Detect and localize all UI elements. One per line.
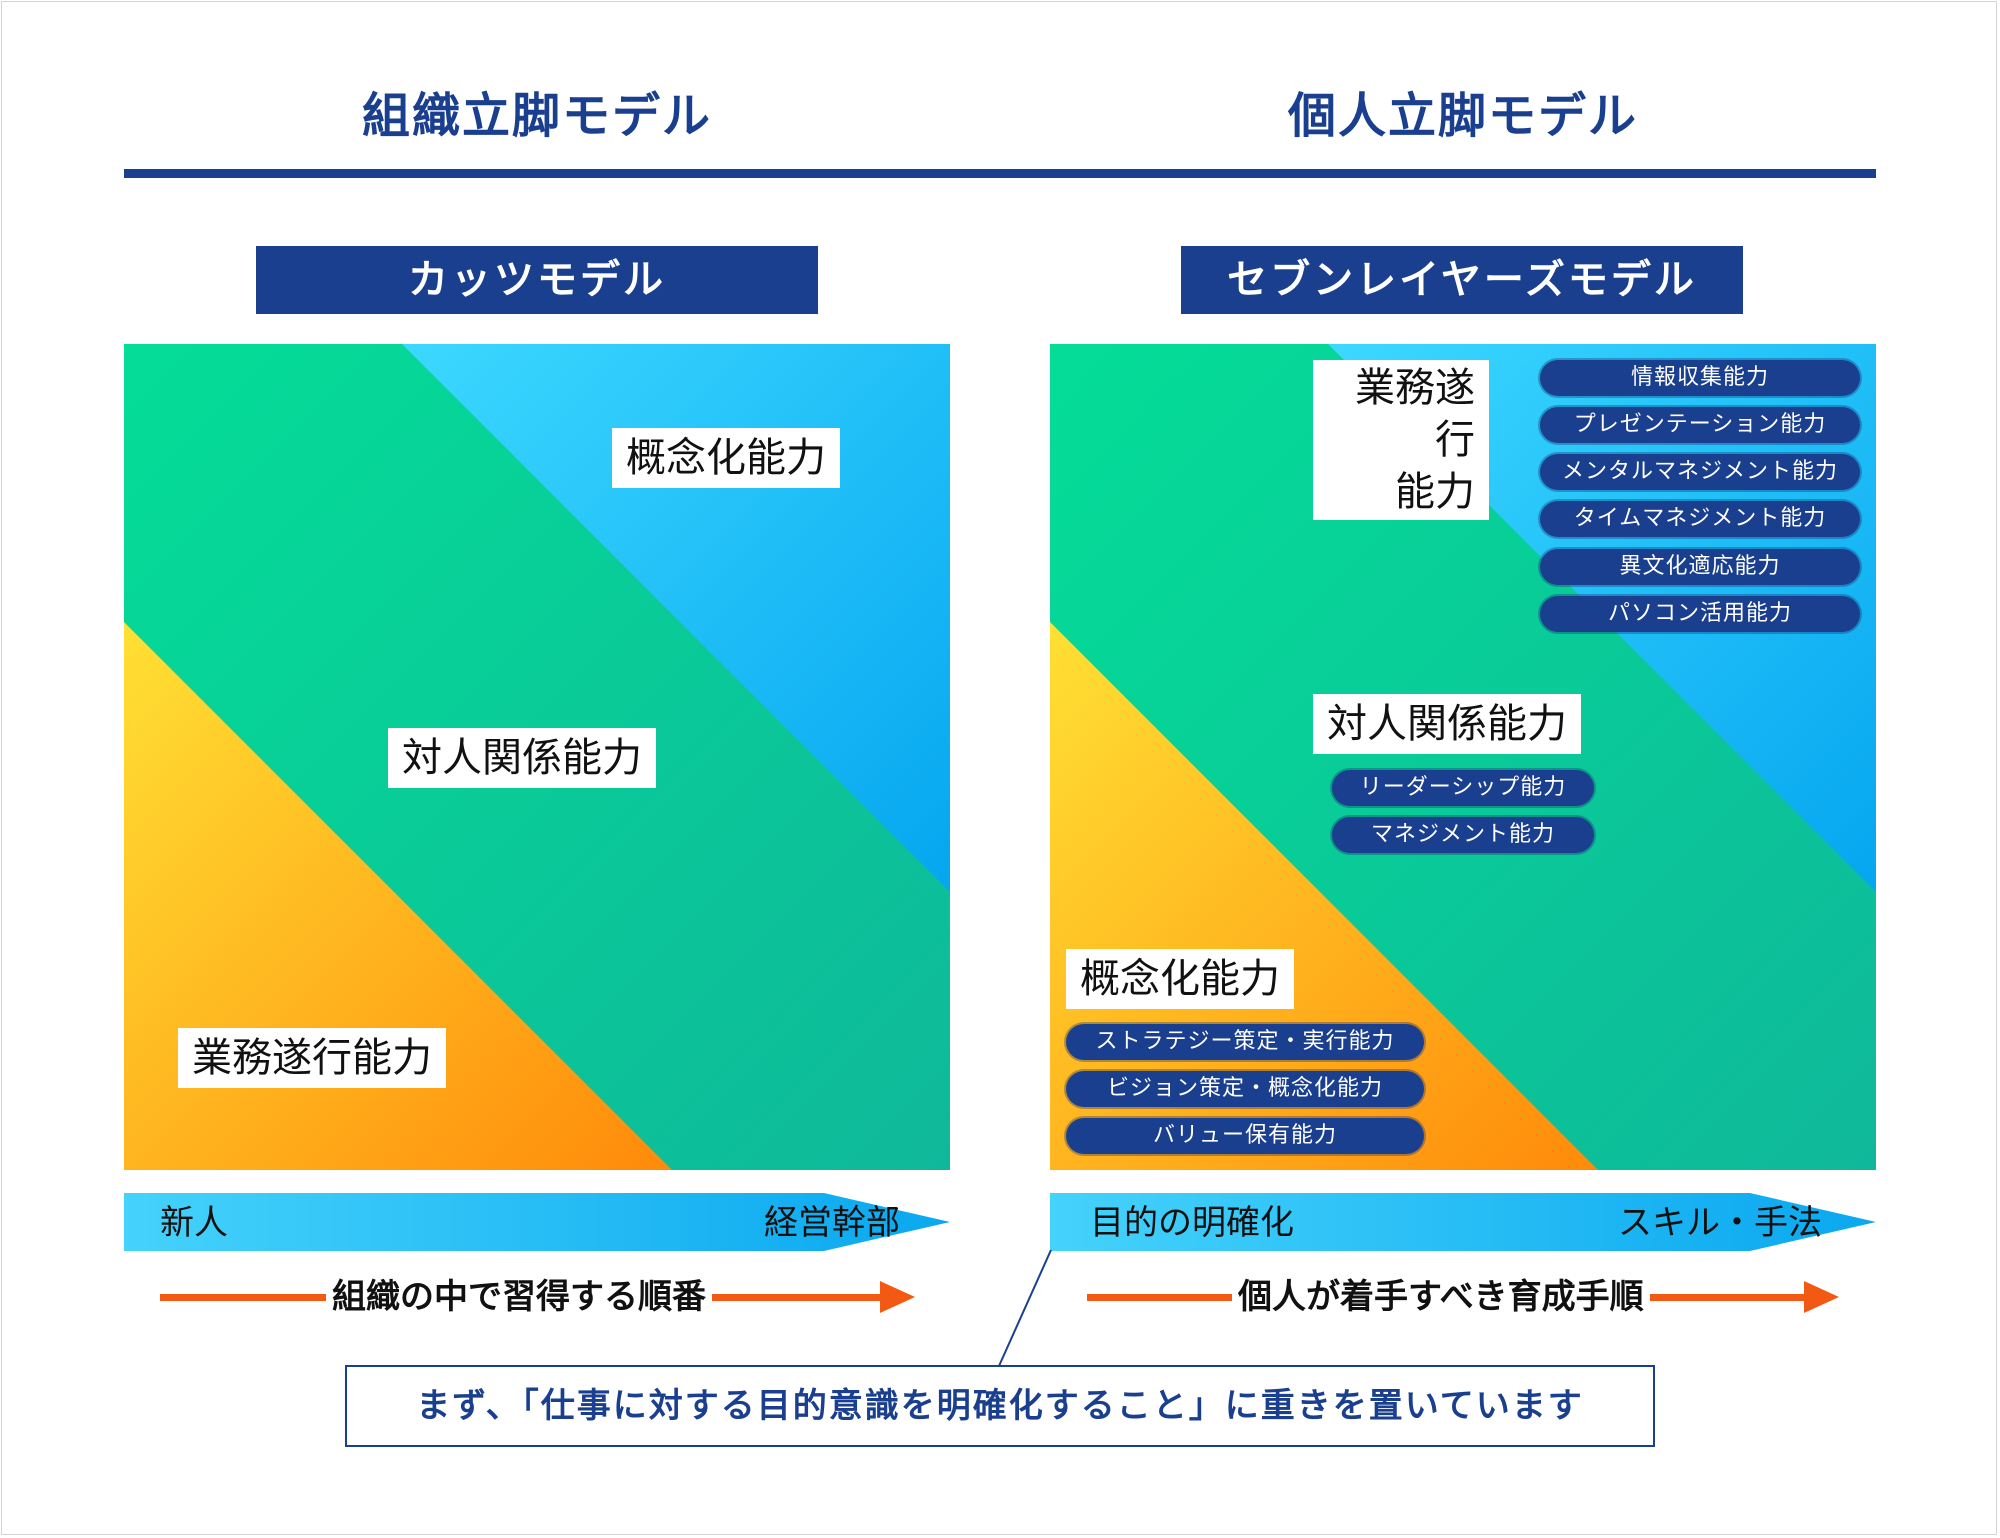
human-item: マネジメント能力 (1332, 817, 1594, 853)
conceptual-item: バリュー保有能力 (1066, 1118, 1424, 1154)
katz-conceptual-label: 概念化能力 (612, 428, 840, 488)
human-item: リーダーシップ能力 (1332, 770, 1594, 806)
seven-flow-label: 個人が着手すべき育成手順 (1232, 1275, 1650, 1319)
technical-item: 異文化適応能力 (1540, 549, 1860, 585)
heading-organization-model: 組織立脚モデル (361, 88, 712, 144)
heading-individual-model: 個人立脚モデル (1287, 88, 1638, 144)
key-point-note: まず、「仕事に対する目的意識を明確化すること」に重きを置いています (345, 1365, 1655, 1447)
katz-human-label: 対人関係能力 (388, 728, 656, 788)
seven-layers-model-title: セブンレイヤーズモデル (1181, 246, 1743, 314)
seven-conceptual-label: 概念化能力 (1066, 949, 1294, 1009)
conceptual-item: ストラテジー策定・実行能力 (1066, 1024, 1424, 1060)
note-connector-line (998, 1250, 1052, 1367)
seven-technical-label: 業務遂行 能力 (1313, 360, 1489, 520)
katz-axis-end: 経営幹部 (764, 1203, 900, 1243)
technical-item: 情報収集能力 (1540, 360, 1860, 396)
seven-axis-end: スキル・手法 (1618, 1203, 1822, 1243)
technical-item: タイムマネジメント能力 (1540, 501, 1860, 537)
katz-technical-label: 業務遂行能力 (178, 1028, 446, 1088)
seven-axis-start: 目的の明確化 (1090, 1203, 1294, 1243)
katz-axis-start: 新人 (160, 1203, 228, 1243)
seven-layers-axis (1050, 1193, 1876, 1251)
katz-model-title: カッツモデル (256, 246, 818, 314)
seven-technical-label-line1: 業務遂行 (1355, 365, 1475, 463)
heading-divider (124, 169, 1876, 178)
technical-item: メンタルマネジメント能力 (1540, 454, 1860, 490)
seven-human-label: 対人関係能力 (1313, 694, 1581, 754)
katz-flow-label: 組織の中で習得する順番 (326, 1275, 712, 1319)
technical-item: パソコン活用能力 (1540, 596, 1860, 632)
seven-technical-label-line2: 能力 (1395, 469, 1475, 515)
katz-career-axis-body (124, 1193, 950, 1251)
technical-item: プレゼンテーション能力 (1540, 407, 1860, 443)
conceptual-item: ビジョン策定・概念化能力 (1066, 1071, 1424, 1107)
